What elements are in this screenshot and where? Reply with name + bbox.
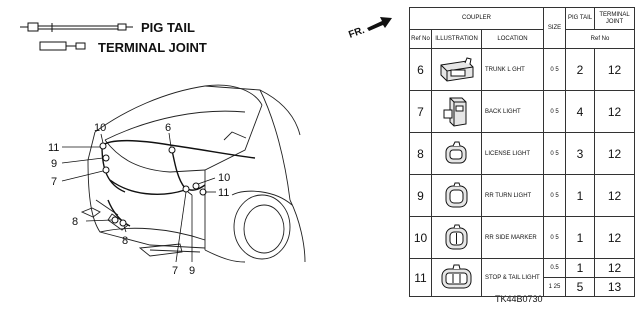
row-ref: 7 bbox=[409, 90, 432, 133]
row-ref: 9 bbox=[409, 174, 432, 217]
callout-10-left: 10 bbox=[94, 122, 106, 134]
row-terminal-joint-alt: 13 bbox=[594, 277, 636, 297]
wire-harness bbox=[101, 139, 256, 227]
header-illustration: ILLUSTRATION bbox=[431, 29, 482, 49]
row-pig-tail: 1 bbox=[565, 216, 596, 259]
terminal-joint-symbol bbox=[39, 41, 86, 51]
row-pig-tail: 2 bbox=[565, 48, 596, 91]
header-terminal-joint: TERMINAL JOINT bbox=[594, 7, 636, 30]
vehicle-rear-body bbox=[80, 84, 306, 263]
table-row: 1 25 5 13 bbox=[410, 277, 636, 297]
row-ref: 10 bbox=[409, 216, 432, 259]
license-light-connector-icon bbox=[445, 141, 466, 163]
row-location: RR TURN LIGHT bbox=[480, 174, 545, 217]
table-row: 8 LICENSE LIGHT 0 5 3 12 bbox=[409, 132, 636, 175]
row-pig-tail: 3 bbox=[565, 132, 596, 175]
header-coupler: COUPLER bbox=[408, 7, 545, 30]
legend-pig-tail-label: PIG TAIL bbox=[141, 20, 195, 35]
row-size: 0 5 bbox=[543, 132, 567, 175]
table-row: 10 RR SIDE MARKER 0 5 1 12 bbox=[409, 216, 636, 259]
row-size: 0 5 bbox=[543, 174, 567, 217]
row-ref: 6 bbox=[409, 48, 432, 91]
callout-6: 6 bbox=[165, 122, 171, 134]
header-ref-no: Ref No bbox=[409, 29, 432, 49]
row-ref: 11 bbox=[409, 258, 432, 297]
header-size: SIZE bbox=[543, 7, 567, 49]
callout-9-left: 9 bbox=[51, 158, 57, 170]
row-size: 0 5 bbox=[543, 90, 567, 133]
legend-terminal-joint-label: TERMINAL JOINT bbox=[98, 40, 207, 55]
illustration-cell bbox=[431, 174, 482, 217]
row-location: BACK LIGHT bbox=[480, 90, 545, 133]
row-size: 0 5 bbox=[543, 48, 567, 91]
row-ref: 8 bbox=[409, 132, 432, 175]
row-terminal-joint: 12 bbox=[594, 258, 636, 278]
back-light-connector-icon bbox=[443, 97, 466, 127]
row-terminal-joint: 12 bbox=[594, 132, 636, 175]
callout-7-bottom: 7 bbox=[172, 265, 178, 277]
illustration-cell bbox=[431, 132, 482, 175]
row-terminal-joint: 12 bbox=[594, 90, 636, 133]
direction-label: FR. bbox=[347, 25, 366, 41]
row-location: STOP & TAIL LIGHT bbox=[480, 258, 545, 297]
row-pig-tail: 1 bbox=[565, 258, 596, 278]
pig-tail-symbol bbox=[20, 22, 133, 32]
front-arrow-icon bbox=[367, 17, 392, 31]
leader-lines bbox=[61, 132, 216, 263]
table-row: 7 BACK LIGHT 0 5 4 12 bbox=[409, 90, 636, 133]
rr-side-marker-connector-icon bbox=[445, 224, 467, 249]
callout-8-bottom: 8 bbox=[122, 235, 128, 247]
callout-7-left: 7 bbox=[51, 176, 57, 188]
illustration-cell bbox=[431, 90, 482, 133]
illustration-cell bbox=[431, 48, 482, 91]
callout-11-right: 11 bbox=[218, 187, 229, 199]
callout-11-left: 11 bbox=[48, 142, 59, 154]
trunk-light-connector-icon bbox=[440, 56, 473, 82]
row-location: TRUNK L GHT bbox=[480, 48, 545, 91]
table-row: 9 RR TURN LIGHT 0 5 1 12 bbox=[409, 174, 636, 217]
callout-8-left: 8 bbox=[72, 216, 78, 228]
row-terminal-joint: 12 bbox=[594, 174, 636, 217]
row-pig-tail-alt: 5 bbox=[565, 277, 596, 297]
row-location: LICENSE LIGHT bbox=[480, 132, 545, 175]
row-size: 0.5 bbox=[543, 258, 567, 278]
row-size-alt: 1 25 bbox=[543, 277, 567, 297]
header-ref-no-right: Ref No bbox=[565, 29, 636, 49]
coupler-table: COUPLER SIZE PIG TAIL TERMINAL JOINT Ref… bbox=[408, 7, 636, 297]
table-row: 6 TRUNK L GHT 0 5 2 12 bbox=[409, 48, 636, 91]
table-row: 11 STOP & TAIL LIGHT 0.5 1 12 bbox=[409, 258, 636, 297]
illustration-cell bbox=[431, 216, 482, 259]
part-code: TK44B0730 bbox=[495, 294, 543, 304]
row-terminal-joint: 12 bbox=[594, 216, 636, 259]
callout-10-right: 10 bbox=[218, 172, 230, 184]
header-pig-tail: PIG TAIL bbox=[565, 7, 596, 30]
header-location: LOCATION bbox=[480, 29, 545, 49]
row-pig-tail: 4 bbox=[565, 90, 596, 133]
stop-tail-light-connector-icon bbox=[441, 264, 471, 288]
row-location: RR SIDE MARKER bbox=[480, 216, 545, 259]
row-pig-tail: 1 bbox=[565, 174, 596, 217]
callout-9-bottom: 9 bbox=[189, 265, 195, 277]
row-size: 0 5 bbox=[543, 216, 567, 259]
illustration-cell bbox=[431, 258, 482, 297]
rr-turn-light-connector-icon bbox=[445, 182, 467, 207]
row-terminal-joint: 12 bbox=[594, 48, 636, 91]
